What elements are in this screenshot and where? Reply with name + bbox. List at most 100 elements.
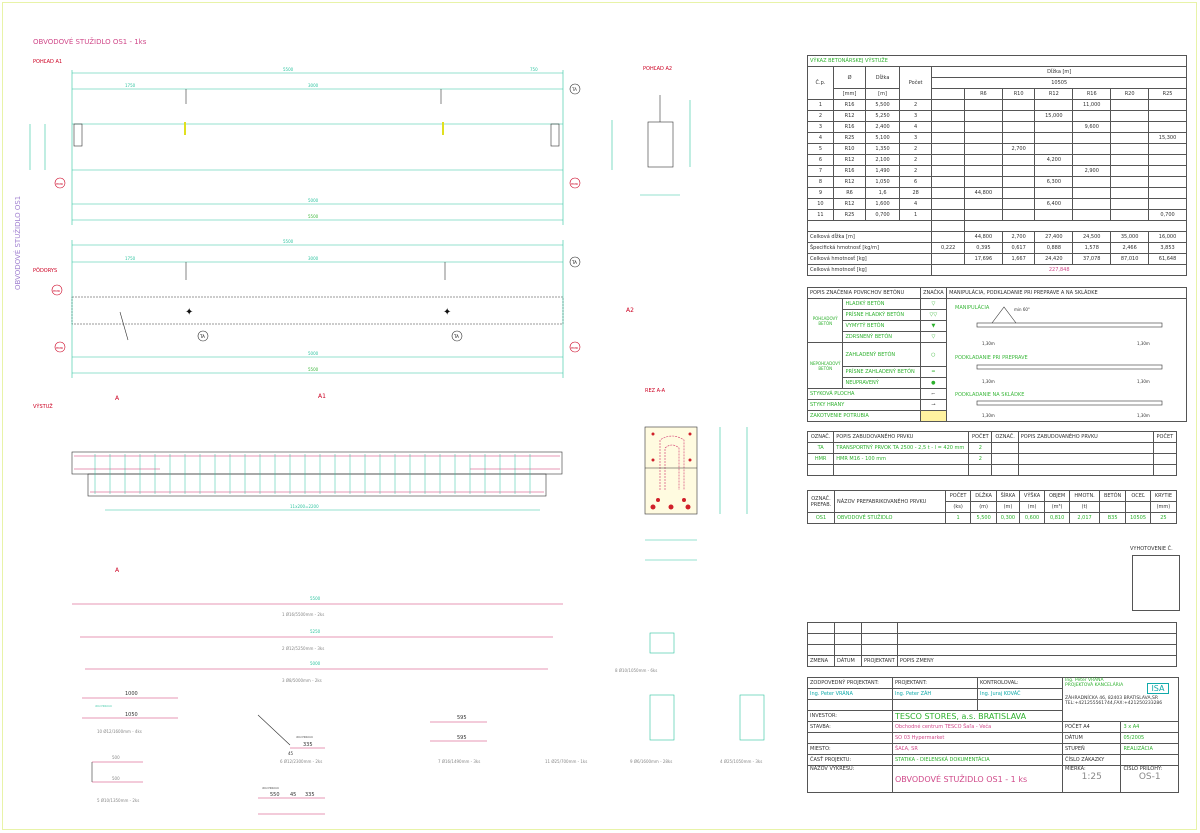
hmr-marker: HMR [51, 284, 63, 296]
cell-count: 3 [898, 132, 933, 144]
view-a1 [29, 70, 564, 225]
cell-length [963, 99, 1003, 111]
detail-label: 9 Ø6/1600mm - 28ks [630, 759, 672, 764]
bar-details [82, 632, 765, 815]
cell-length [1148, 187, 1187, 199]
cell-dia: R25 [832, 209, 867, 221]
surface-item: PRÍSNE ZAHLADENÝ BETÓN [842, 366, 921, 378]
detail-dm: dm=50mm [95, 704, 112, 708]
cell-length: 2,700 [1001, 143, 1036, 155]
cell-dia: R12 [832, 154, 867, 166]
bar8-label: 8 Ø10/1050mm - 6ks [615, 668, 657, 673]
cell-length [1034, 99, 1074, 111]
scale-val: 1:25 [1081, 772, 1102, 782]
cell-length: 15,300 [1148, 132, 1187, 144]
place-val: ŠAĽA, SR [892, 743, 1063, 755]
el-col-head: DĹŽKA [970, 490, 997, 502]
dim-total-bottom: 5500 [308, 214, 319, 219]
cell-length [1001, 132, 1036, 144]
cell-no: 2 [807, 110, 834, 122]
plan-dim-inner: 5000 [308, 351, 319, 356]
side-label: OBVODOVÉ STUŽIDLO OS1 [13, 196, 22, 290]
total-cell: 2,466 [1110, 242, 1150, 254]
col-dia-unit: [mm] [832, 88, 867, 100]
cell-no: 7 [807, 165, 834, 177]
cell-length [1148, 176, 1187, 188]
cell-dia: R12 [832, 198, 867, 210]
embedded-table: OZNAČ. POPIS ZABUDOVANÉHO PRVKU POČET OZ… [806, 431, 1178, 476]
cell-length [1001, 110, 1036, 122]
cell-dia: R12 [832, 110, 867, 122]
cell-length [1148, 154, 1187, 166]
el-h-mark: OZNAČ. PREFAB. [807, 490, 835, 513]
dim-inner: 5000 [308, 198, 319, 203]
emb-count: 2 [968, 453, 993, 465]
dist-label: 1,30m [982, 341, 995, 346]
el-col-unit: (m) [1019, 501, 1046, 513]
surface-item: HLADKÝ BETÓN [842, 298, 921, 310]
total-cell: 61,648 [1148, 253, 1187, 265]
a4-label: POČET A4 [1061, 721, 1122, 733]
svg-text:HMR: HMR [571, 346, 578, 350]
cell-count: 2 [898, 154, 933, 166]
cell-dia: R25 [832, 132, 867, 144]
detail-dm: dm=50mm [262, 786, 279, 790]
el-col-unit: (m³) [1044, 501, 1071, 513]
company-phone: TEL:+421255561744,FAX:+421250233286 [1065, 701, 1163, 706]
part-val: STATIKA - DIELENSKÁ DOKUMENTÁCIA [892, 754, 1063, 766]
surface-table: POPIS ZNAČENIA POVRCHOV BETÓNU ZNAČKA MA… [806, 287, 1187, 422]
cell-len: 5,250 [865, 110, 900, 122]
cell-length [1148, 121, 1187, 133]
cell-dia: R16 [832, 99, 867, 111]
cell-dia: R12 [832, 176, 867, 188]
cell-length [1001, 154, 1036, 166]
cell-len: 0,700 [865, 209, 900, 221]
cell-length [1110, 121, 1150, 133]
cell-length [1148, 198, 1187, 210]
el-val: 10505 [1125, 512, 1151, 524]
cell-len: 1,050 [865, 176, 900, 188]
surface-extra: STYKY HRANY [807, 399, 921, 411]
el-col-unit: (m) [995, 501, 1021, 513]
cell-length [1034, 187, 1074, 199]
col-total-len: Dĺžka [m] [931, 66, 1187, 78]
surface-extra: STYKOVÁ PLOCHA [807, 388, 921, 400]
emb-count: 2 [968, 442, 993, 454]
date-val: 05/2005 [1120, 732, 1179, 744]
resp-label: ZODPOVEDNÝ PROJEKTANT: [807, 677, 893, 689]
cell-length [1034, 132, 1074, 144]
element-table: OZNAČ. PREFAB. NÁZOV PREFABRIKOVANÉHO PR… [807, 490, 1178, 524]
cell-no: 5 [807, 143, 834, 155]
name-label: NÁZOV VÝKRESU: [807, 765, 893, 793]
total-len-label: Celková dĺžka [m] [806, 231, 933, 243]
surface-h1: POPIS ZNAČENIA POVRCHOV BETÓNU [807, 287, 921, 299]
lift-point-icon: ✦ [443, 307, 451, 318]
cell-length [963, 209, 1003, 221]
emb-h-mark: OZNAČ. [806, 431, 835, 443]
cell-length [1110, 154, 1150, 166]
col-grade: 10505 [931, 77, 1187, 89]
dim-mid: 3000 [308, 83, 319, 88]
detail-label: 10 Ø12/1600mm - 4ks [97, 729, 142, 734]
reinforcement-label: VÝSTUŽ [33, 402, 53, 410]
el-col-head: KRYTIE [1149, 490, 1178, 502]
weight-label: Celková hmotnosť [kg] [806, 253, 933, 265]
transport-label: PODKLADANIE PRI PREPRAVE [955, 355, 1028, 361]
cell-length [1072, 154, 1112, 166]
surface-item: ZAHLADENÝ BETÓN [842, 342, 921, 367]
el-col-head: POČET [944, 490, 972, 502]
dim-total: 5500 [283, 67, 294, 72]
total-cell: 17,696 [963, 253, 1003, 265]
building-val: Obchodné centrum TESCO Šaľa - Veča [892, 721, 1063, 733]
grand-label: Celková hmotnosť [kg] [806, 264, 933, 276]
total-cell: 0,617 [1001, 242, 1036, 254]
col-len-unit: [m] [865, 88, 900, 100]
plan-dim-total-bottom: 5500 [308, 367, 319, 372]
svg-text:HMR: HMR [56, 346, 63, 350]
detail-label: 11 Ø25/700mm - 1ks [545, 759, 587, 764]
cell-count: 6 [898, 176, 933, 188]
